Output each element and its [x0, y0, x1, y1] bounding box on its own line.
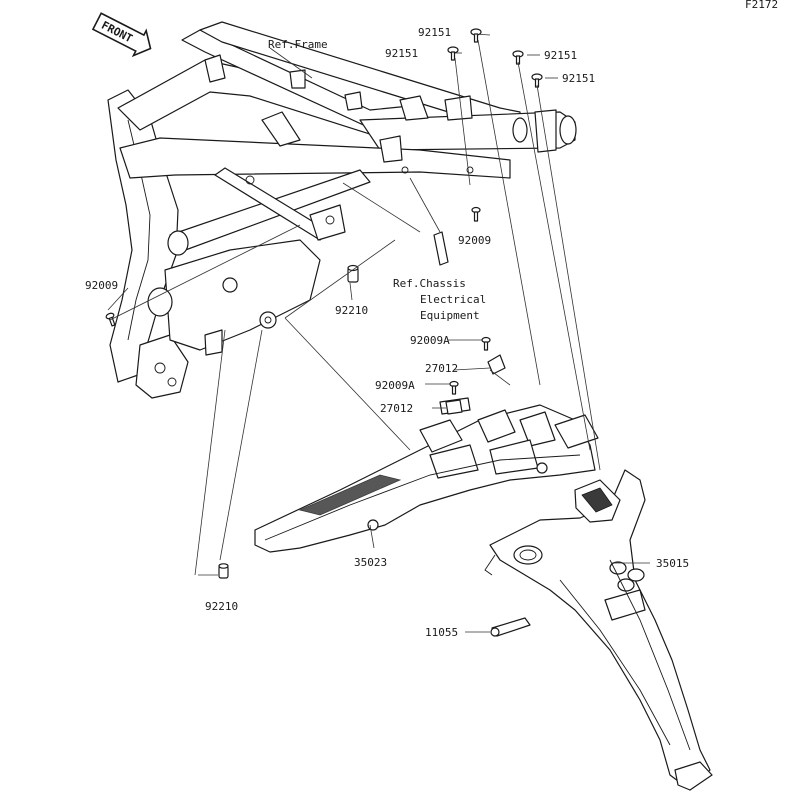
label-35023: 35023	[354, 556, 387, 569]
callout-labels: Ref.Frame 92151 92151 92151 92151 92009 …	[85, 26, 689, 639]
label-11055: 11055	[425, 626, 458, 639]
bolt-drawings	[105, 28, 543, 395]
diagram-code: F2172	[745, 0, 778, 11]
label-92151-a: 92151	[418, 26, 451, 39]
label-35015: 35015	[656, 557, 689, 570]
ref-chassis-line3: Equipment	[420, 309, 480, 322]
label-92151-d: 92151	[562, 72, 595, 85]
collar-upper-drawing	[347, 264, 359, 283]
clamp-drawings	[445, 354, 506, 415]
frame-drawing	[107, 21, 577, 399]
front-arrow-icon: FRONT	[91, 12, 152, 58]
ref-chassis-line2: Electrical	[420, 293, 486, 306]
rear-fender-drawing	[484, 469, 713, 791]
collar-lower-drawing	[218, 563, 229, 579]
pad-drawing	[490, 617, 531, 637]
label-92009A-upper: 92009A	[410, 334, 450, 347]
label-92210-lower: 92210	[205, 600, 238, 613]
label-92009-right: 92009	[458, 234, 491, 247]
inner-fender-drawing	[254, 397, 599, 553]
label-27012-lower: 27012	[380, 402, 413, 415]
label-92009-left: 92009	[85, 279, 118, 292]
label-27012-upper: 27012	[425, 362, 458, 375]
label-92009A-lower: 92009A	[375, 379, 415, 392]
ref-chassis-line1: Ref.Chassis	[393, 277, 466, 290]
leader-lines	[107, 33, 650, 633]
label-92151-c: 92151	[544, 49, 577, 62]
label-92210-upper: 92210	[335, 304, 368, 317]
ref-frame-label: Ref.Frame	[268, 38, 328, 51]
label-92151-b: 92151	[385, 47, 418, 60]
